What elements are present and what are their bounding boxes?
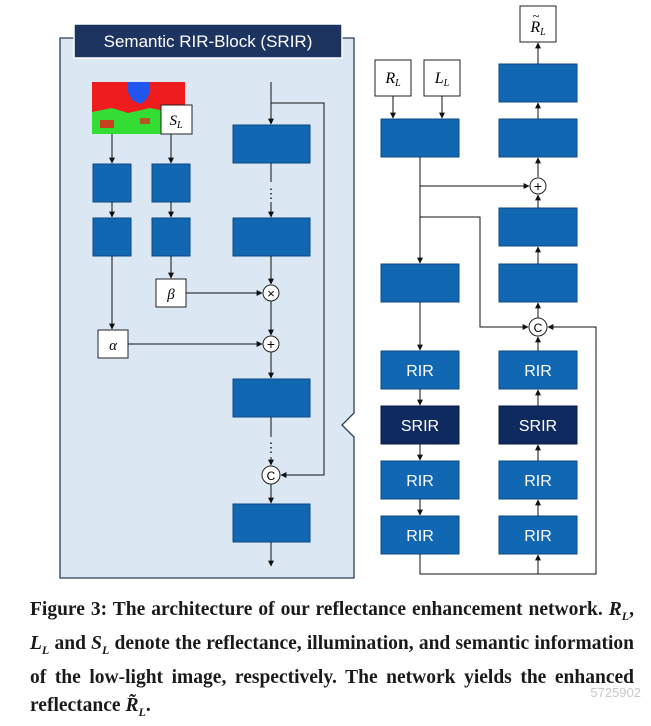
caption-sym-l: LL [30, 632, 50, 657]
srir-conv-output [232, 503, 311, 543]
illumination-input-label: LL [434, 70, 450, 89]
continuation-dots-2: ⋮ [265, 440, 278, 455]
caption-label: Figure 3: [30, 599, 108, 620]
srir-panel: Semantic RIR-Block (SRIR) SL β α ⋮ ⋮ × [59, 23, 355, 579]
concat-op-symbol: C [267, 469, 276, 483]
figure-caption: Figure 3: The architecture of our reflec… [30, 596, 634, 726]
right-conv-top-1 [498, 63, 578, 103]
right-rir-2 [498, 460, 578, 500]
multiply-op-symbol: × [267, 286, 275, 301]
right-srir [498, 405, 578, 445]
output-label-tilde: ~ [532, 8, 539, 23]
input-conv [380, 118, 460, 158]
caption-text-1: The architecture of our reflectance enha… [107, 599, 609, 620]
srir-arrows [109, 82, 325, 567]
right-conv-top-2 [498, 118, 578, 158]
right-rir-3-label: RIR [524, 528, 552, 545]
main-add-op [529, 177, 547, 195]
reflectance-input-label: RL [384, 70, 401, 89]
caption-end: . [145, 694, 151, 716]
main-add-op-symbol: + [534, 178, 542, 194]
alpha-branch-conv-1 [92, 163, 132, 203]
left-rir-2-label: RIR [406, 473, 434, 490]
semantic-input-label-box [160, 104, 193, 135]
output-label: RL [529, 19, 546, 38]
beta-branch-conv-1 [151, 163, 191, 203]
alpha-label: α [109, 338, 118, 354]
left-srir [380, 405, 460, 445]
srir-conv-top [232, 124, 311, 164]
add-op-symbol: + [267, 336, 275, 352]
continuation-dots-1: ⋮ [265, 186, 278, 201]
watermark: 5725902 [590, 685, 641, 700]
right-rir-1 [498, 350, 578, 390]
semantic-input-label: SL [169, 113, 183, 131]
left-srir-label: SRIR [401, 418, 439, 435]
architecture-diagram: Semantic RIR-Block (SRIR) SL β α ⋮ ⋮ × [59, 5, 597, 579]
output-box [519, 5, 557, 43]
beta-box [155, 278, 187, 308]
left-rir-1 [380, 350, 460, 390]
srir-panel-title: Semantic RIR-Block (SRIR) [104, 32, 313, 51]
srir-conv-mid [232, 217, 311, 257]
main-concat-op-symbol: C [534, 321, 543, 335]
right-rir-1-label: RIR [524, 363, 552, 380]
srir-panel-background [59, 37, 355, 579]
caption-sym-s: SL [91, 632, 110, 657]
right-conv-mid-2 [498, 263, 578, 303]
left-rir-2 [380, 460, 460, 500]
beta-branch-conv-2 [151, 217, 191, 257]
right-rir-3 [498, 515, 578, 555]
main-network: RL LL ~ RL RIR SRIR RIR RIR RIR SRIR RIR… [374, 5, 597, 575]
left-rir-3-label: RIR [406, 528, 434, 545]
right-srir-label: SRIR [519, 418, 557, 435]
caption-sym-rtilde: R̃L [125, 694, 146, 719]
alpha-box [97, 329, 129, 359]
main-arrows [390, 42, 597, 575]
caption-sym-r: RL [608, 599, 630, 623]
left-rir-3 [380, 515, 460, 555]
beta-label: β [166, 287, 175, 303]
alpha-branch-conv-2 [92, 217, 132, 257]
srir-conv-after-add [232, 378, 311, 418]
caption-text-2: denote the reflectance, illumination, an… [30, 632, 634, 716]
left-conv-mid [380, 263, 460, 303]
left-rir-1-label: RIR [406, 363, 434, 380]
caption-and: and [49, 632, 92, 654]
srir-panel-header [73, 23, 343, 59]
right-rir-2-label: RIR [524, 473, 552, 490]
caption-comma: , [629, 599, 634, 620]
right-conv-mid-1 [498, 207, 578, 247]
